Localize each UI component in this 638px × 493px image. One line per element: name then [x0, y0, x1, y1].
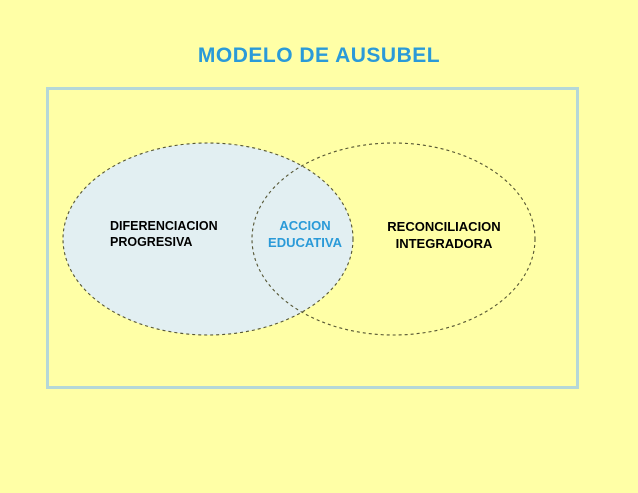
left-circle-label: DIFERENCIACION PROGRESIVA	[110, 219, 218, 249]
content-frame	[46, 87, 579, 389]
page-title: MODELO DE AUSUBEL	[197, 44, 441, 67]
right-circle-label: RECONCILIACION INTEGRADORA	[387, 219, 501, 251]
overlap-label: ACCION EDUCATIVA	[268, 218, 342, 250]
